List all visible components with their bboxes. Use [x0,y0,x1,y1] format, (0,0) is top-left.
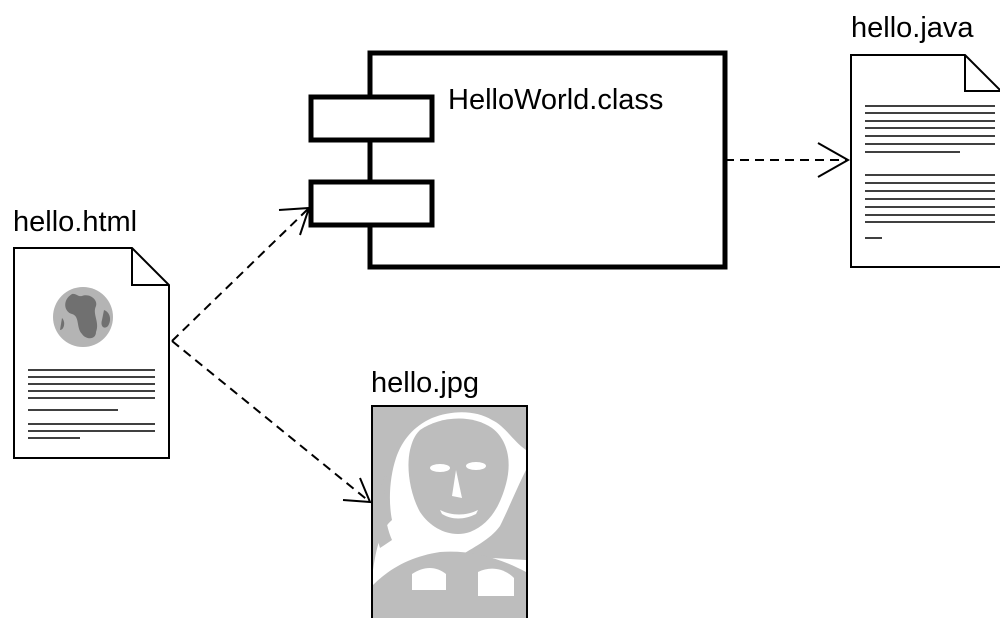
artifact-label-jpg: hello.jpg [371,367,479,399]
artifact-label-java: hello.java [851,12,974,44]
open-arrowhead [342,477,372,504]
artifact-hello-jpg[interactable]: hello.jpg [371,367,528,618]
artifact-label-html: hello.html [13,206,137,238]
component-helloworld-class[interactable]: HelloWorld.class [308,50,728,270]
dependency-html-to-class [171,206,311,342]
globe-icon [53,287,113,347]
portrait-image-icon [373,407,526,618]
component-port-top [308,94,435,143]
artifact-hello-java[interactable]: hello.java [850,12,1000,268]
folded-corner [964,55,1000,92]
document-icon [850,54,1000,268]
component-label: HelloWorld.class [448,84,663,116]
folded-corner [131,248,169,286]
open-arrowhead [817,142,851,178]
text-lines-icon [865,105,995,239]
document-icon [13,247,170,459]
dependency-class-to-java [725,142,851,178]
component-body [367,50,728,270]
component-port-bottom [308,179,435,228]
artifact-hello-html[interactable]: hello.html [13,206,170,459]
dependency-html-to-jpg [171,340,372,504]
open-arrowhead [278,206,311,236]
text-lines-icon [28,369,155,439]
portrait-face-details [412,462,514,596]
